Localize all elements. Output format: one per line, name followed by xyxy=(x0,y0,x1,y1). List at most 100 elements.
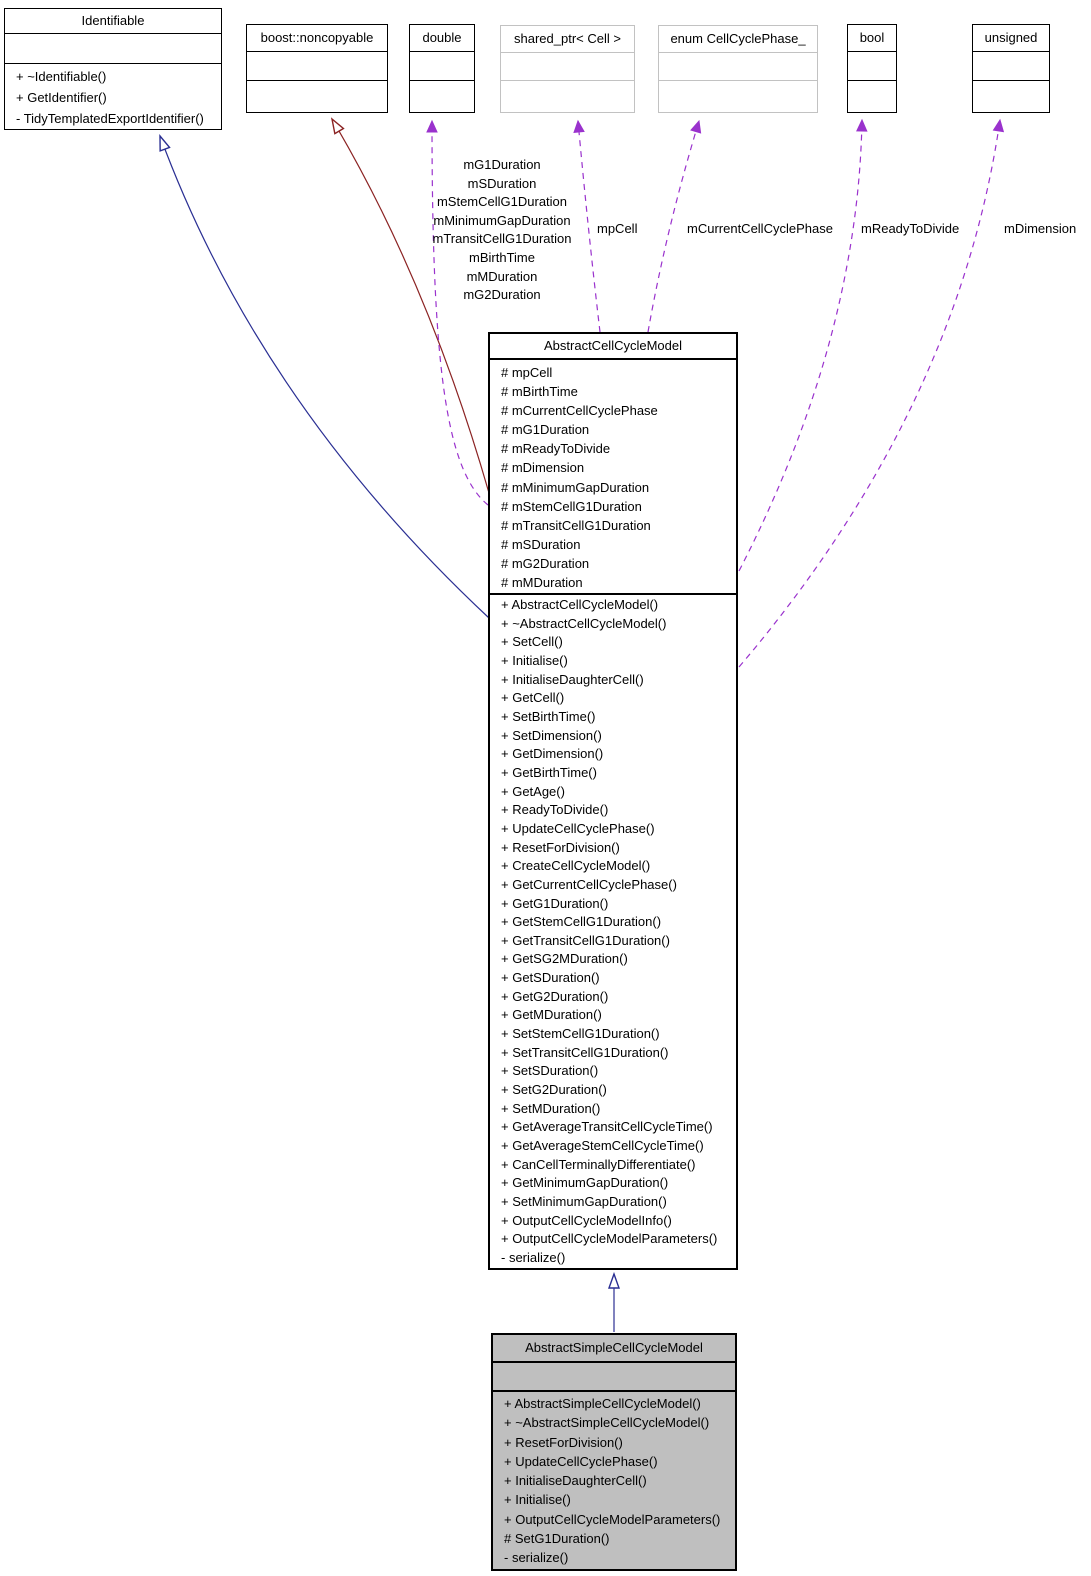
class-title: AbstractCellCycleModel xyxy=(544,338,682,353)
member-line: # mMDuration xyxy=(501,575,583,591)
class-title: unsigned xyxy=(984,30,1038,45)
methods-section-empty xyxy=(410,80,474,110)
member-line: mSDuration xyxy=(467,175,537,191)
attributes-section-empty xyxy=(848,51,896,80)
methods-section: + AbstractCellCycleModel() + ~AbstractCel… xyxy=(490,593,736,1268)
member-line: + SetSDuration() xyxy=(501,1063,599,1079)
methods-section-empty xyxy=(973,80,1049,110)
edge-usage-readytodivide xyxy=(738,118,868,572)
attributes-section-empty xyxy=(247,51,387,80)
attributes-section-empty xyxy=(410,51,474,80)
edge-label-mcurrentcellcyclephase: mCurrentCellCyclePhase xyxy=(687,221,833,236)
member-line: - serialize() xyxy=(501,1249,566,1265)
edge-usage-dimension xyxy=(738,118,1005,668)
member-line: + GetDimension() xyxy=(501,746,604,762)
member-line: - TidyTemplatedExportIdentifier() xyxy=(16,111,204,126)
attributes-section: # mpCell # mBirthTime # mCurrentCellCycleP… xyxy=(490,358,736,593)
member-line: + ~AbstractSimpleCellCycleModel() xyxy=(504,1415,710,1431)
member-line: # mpCell xyxy=(501,365,553,380)
edge-label-double-member-names: mG1Duration mSDuration mStemCellG1Duration… xyxy=(418,156,586,305)
member-line: + SetG2Duration() xyxy=(501,1082,607,1098)
member-line: # mReadyToDivide xyxy=(501,441,611,457)
edge-usage-double xyxy=(426,119,489,506)
member-line: # mBirthTime xyxy=(501,384,578,400)
member-line: + GetStemCellG1Duration() xyxy=(501,914,662,930)
member-line: # mG2Duration xyxy=(501,555,590,571)
member-line: + SetBirthTime() xyxy=(501,708,596,724)
member-line: + Initialise() xyxy=(501,652,568,668)
member-line: # SetG1Duration() xyxy=(504,1531,610,1547)
member-line: + GetBirthTime() xyxy=(501,764,597,780)
member-line: + InitialiseDaughterCell() xyxy=(504,1473,647,1489)
member-line: # mDimension xyxy=(501,460,585,476)
member-line: mG1Duration xyxy=(463,157,541,172)
attributes-section-empty xyxy=(973,51,1049,80)
class-title: boost::noncopyable xyxy=(260,30,374,45)
member-line: + CanCellTerminallyDifferentiate() xyxy=(501,1156,696,1172)
class-node-identifiable[interactable]: Identifiable + ~Identifiable()+ GetIdent… xyxy=(4,8,222,130)
member-line: + AbstractSimpleCellCycleModel() xyxy=(504,1396,701,1411)
member-line: # mCurrentCellCyclePhase xyxy=(501,403,658,419)
member-line: mG2Duration xyxy=(463,287,541,303)
class-node-abstractcellcyclemodel[interactable]: AbstractCellCycleModel # mpCell # mBirthT… xyxy=(488,332,738,1270)
member-line: + GetAverageTransitCellCycleTime() xyxy=(501,1119,713,1135)
member-line: + GetG2Duration() xyxy=(501,988,609,1004)
attributes-section-empty xyxy=(493,1361,735,1390)
member-line: mStemCellG1Duration xyxy=(436,194,568,210)
member-line: + ReadyToDivide() xyxy=(501,802,609,818)
member-line: + UpdateCellCyclePhase() xyxy=(504,1453,658,1469)
member-line: mBirthTime xyxy=(469,249,535,265)
member-line: + GetSG2MDuration() xyxy=(501,951,628,967)
edge-inheritance-noncopyable xyxy=(332,119,490,494)
member-line: + GetSDuration() xyxy=(501,970,600,986)
member-line: + GetIdentifier() xyxy=(16,90,107,105)
member-line: + ~Identifiable() xyxy=(16,69,107,84)
member-line: + GetCell() xyxy=(501,690,565,706)
member-line: # mTransitCellG1Duration xyxy=(501,517,651,533)
class-title: double xyxy=(422,30,462,45)
attributes-section-empty xyxy=(5,33,221,63)
member-line: + Initialise() xyxy=(504,1492,571,1508)
member-line: + InitialiseDaughterCell() xyxy=(501,671,644,687)
member-line: + SetMDuration() xyxy=(501,1100,601,1116)
methods-section-empty xyxy=(848,80,896,110)
edge-usage-mpcell xyxy=(573,119,601,333)
member-line: + GetAge() xyxy=(501,783,565,799)
member-line: # mStemCellG1Duration xyxy=(501,498,642,514)
edge-inheritance-identifiable xyxy=(160,136,490,619)
member-line: mTransitCellG1Duration xyxy=(432,231,572,247)
class-title: enum CellCyclePhase_ xyxy=(670,31,806,46)
member-line: + OutputCellCycleModelParameters() xyxy=(504,1511,721,1527)
member-line: + SetMinimumGapDuration() xyxy=(501,1194,667,1209)
edge-label-mdimension: mDimension xyxy=(1004,221,1077,236)
edge-label-mreadytodivide: mReadyToDivide xyxy=(861,221,960,236)
member-line: + SetDimension() xyxy=(501,727,602,743)
methods-section-empty xyxy=(247,80,387,110)
methods-section-empty xyxy=(659,80,817,110)
member-line: + OutputCellCycleModelInfo() xyxy=(501,1212,672,1228)
member-line: + GetMDuration() xyxy=(501,1007,602,1023)
member-line: + SetStemCellG1Duration() xyxy=(501,1026,660,1042)
member-line: # mG1Duration xyxy=(501,422,590,438)
member-line: # mSDuration xyxy=(501,536,581,552)
edge-label-mpcell: mpCell xyxy=(597,221,638,236)
class-node-bool: bool xyxy=(847,24,897,113)
member-line: + ~AbstractCellCycleModel() xyxy=(501,615,667,631)
member-line: # mMinimumGapDuration xyxy=(501,479,650,495)
member-line: + ResetForDivision() xyxy=(504,1434,623,1450)
member-line: mMinimumGapDuration xyxy=(433,212,571,228)
member-line: + OutputCellCycleModelParameters() xyxy=(501,1231,718,1247)
class-title: AbstractSimpleCellCycleModel xyxy=(525,1340,703,1355)
methods-section: + AbstractSimpleCellCycleModel() + ~Abstr… xyxy=(493,1390,735,1568)
member-line: + SetTransitCellG1Duration() xyxy=(501,1044,669,1060)
attributes-section-empty xyxy=(501,52,634,80)
attributes-section-empty xyxy=(659,52,817,80)
class-node-double: double xyxy=(409,24,475,113)
class-node-enum-cellcyclephase: enum CellCyclePhase_ xyxy=(658,25,818,113)
class-node-abstractsimplecellcyclemodel[interactable]: AbstractSimpleCellCycleModel + AbstractS… xyxy=(491,1333,737,1571)
member-line: + AbstractCellCycleModel() xyxy=(501,597,659,612)
member-line: + SetCell() xyxy=(501,634,563,650)
member-line: + GetMinimumGapDuration() xyxy=(501,1175,669,1191)
